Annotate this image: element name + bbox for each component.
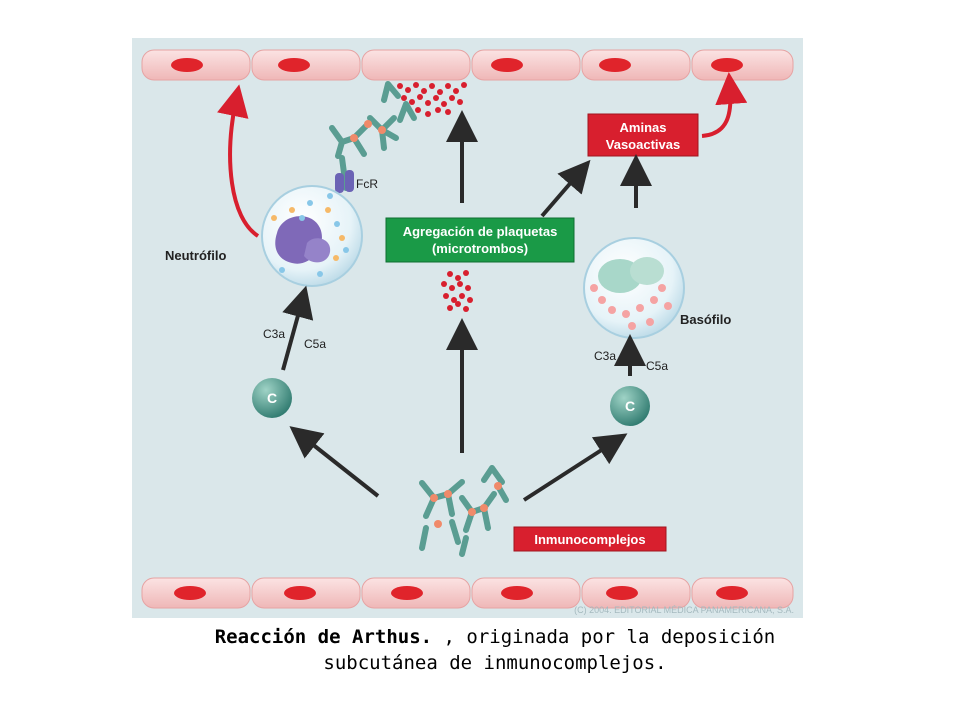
complement-right: C <box>610 386 650 426</box>
platelet-aggregation-line1: Agregación de plaquetas <box>403 224 558 239</box>
immune-complex-cluster <box>419 465 509 557</box>
top-blood-vessel <box>141 49 794 81</box>
black-arrows <box>281 110 652 502</box>
c3a-right-label: C3a <box>594 349 616 363</box>
arrow-to-amines <box>540 159 591 218</box>
basophil-cell <box>583 237 685 339</box>
diagram-canvas: FcR Neutrófilo Basófilo Agregación de pl… <box>141 49 794 615</box>
amines-line1: Aminas <box>620 120 667 135</box>
bottom-blood-vessel <box>141 577 794 609</box>
copyright-text: (C) 2004. EDITORIAL MÉDICA PANAMERICANA,… <box>574 605 794 615</box>
arrow-complement-left-to-neutrophil <box>281 285 314 371</box>
arrow-amines-to-vessel <box>701 72 748 138</box>
c5a-left-label: C5a <box>304 337 326 351</box>
caption-line-1-rest: , originada por la deposición <box>432 626 776 648</box>
caption-title: Reacción de Arthus. <box>214 626 433 648</box>
vasoactive-amines-box: Aminas Vasoactivas <box>587 113 699 157</box>
immune-complexes-box: Inmunocomplejos <box>513 526 667 552</box>
fcr-receptor: FcR <box>335 170 378 193</box>
c3a-left-label: C3a <box>263 327 285 341</box>
antibody-cluster-top <box>329 81 417 191</box>
basophil-label: Basófilo <box>680 312 731 327</box>
caption-line-1: Reacción de Arthus. , originada por la d… <box>150 624 840 650</box>
platelet-aggregation-box: Agregación de plaquetas (microtrombos) <box>385 217 575 263</box>
arrow-immune-to-complement-left <box>289 426 380 498</box>
figure-caption: Reacción de Arthus. , originada por la d… <box>150 624 840 676</box>
arrow-immune-to-complement-right <box>522 433 628 502</box>
neutrophil-label: Neutrófilo <box>165 248 226 263</box>
complement-left-label: C <box>267 390 277 406</box>
fcr-label: FcR <box>356 177 378 191</box>
platelet-cluster-middle <box>441 270 473 312</box>
amines-line2: Vasoactivas <box>606 137 680 152</box>
complement-left: C <box>252 378 292 418</box>
complement-right-label: C <box>625 398 635 414</box>
platelet-aggregation-line2: (microtrombos) <box>432 241 528 256</box>
arthus-reaction-diagram: FcR Neutrófilo Basófilo Agregación de pl… <box>132 38 803 618</box>
red-arrows <box>217 72 748 238</box>
platelet-cluster-vessel <box>397 82 467 117</box>
caption-line-2: subcutánea de inmunocomplejos. <box>323 652 667 674</box>
arrow-neutrophil-to-vessel <box>217 84 260 238</box>
immune-complexes-label: Inmunocomplejos <box>534 532 645 547</box>
neutrophil-cell <box>261 185 363 287</box>
c5a-right-label: C5a <box>646 359 668 373</box>
